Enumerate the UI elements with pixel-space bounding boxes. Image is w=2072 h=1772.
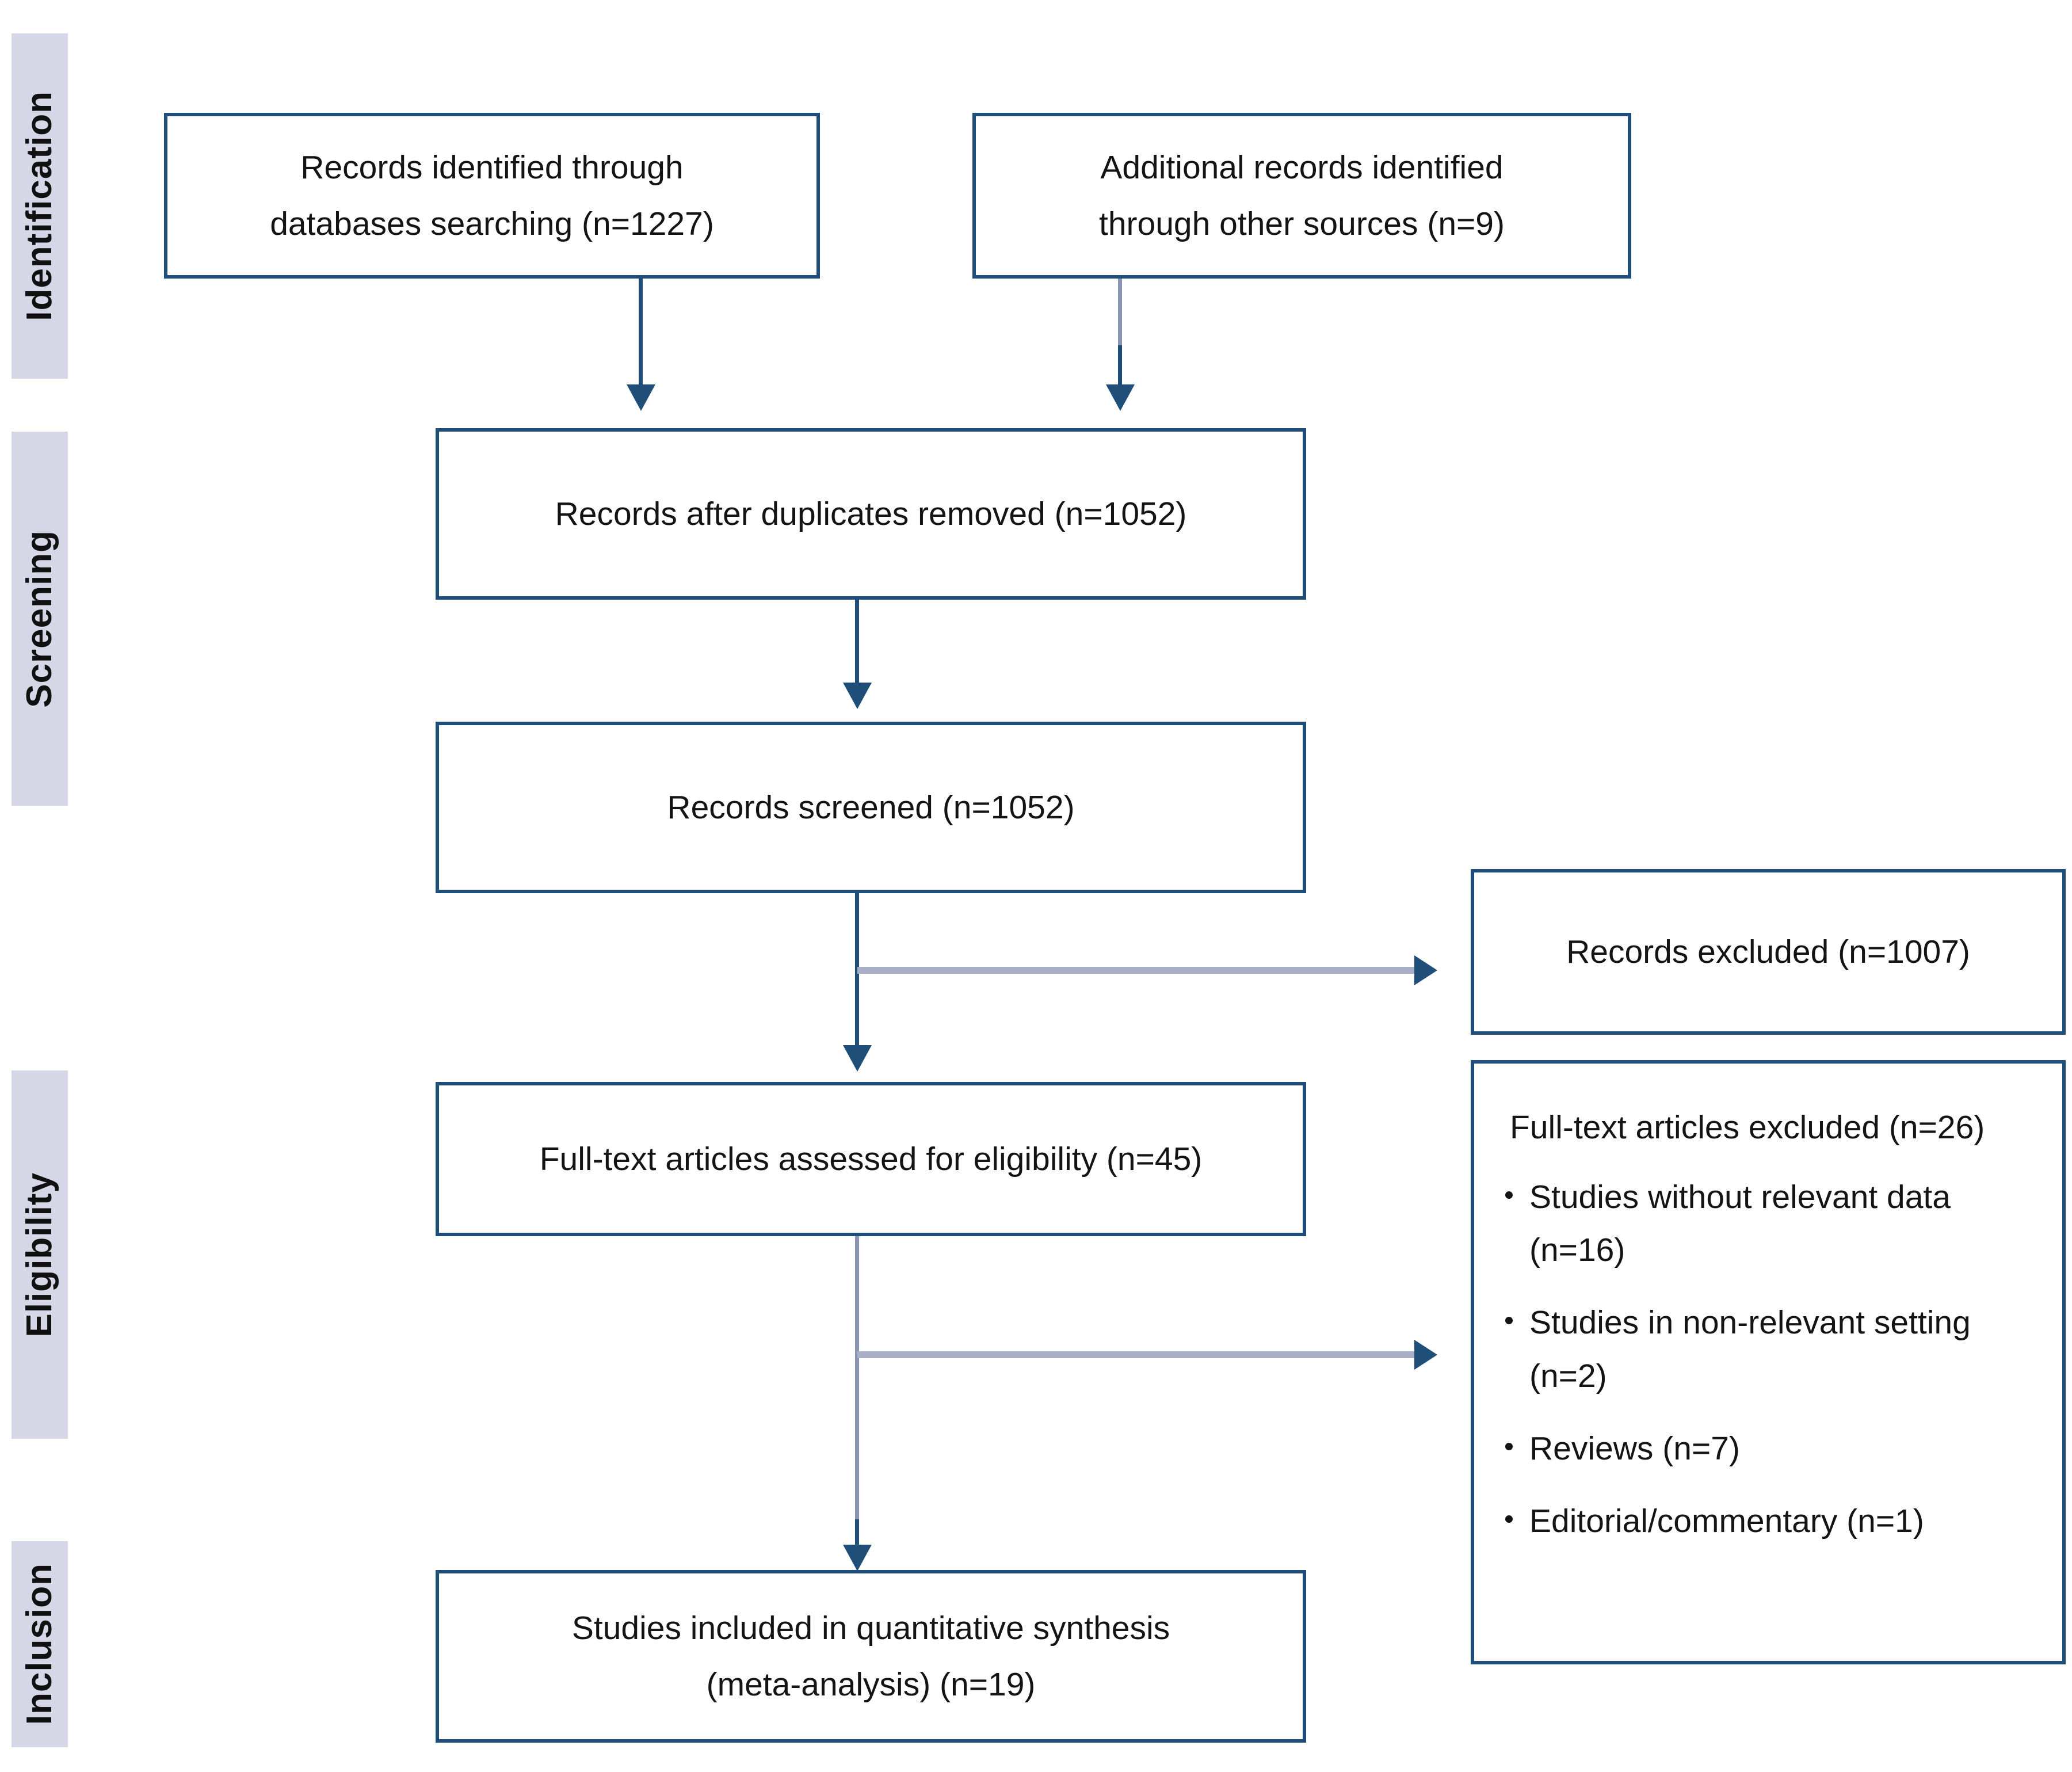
bullet-icon bbox=[1505, 1515, 1513, 1523]
connector-fulltext-to-fulltext-excluded bbox=[857, 1351, 1415, 1358]
arrowhead-other-sources-to-duplicates bbox=[1106, 384, 1135, 411]
records-databases-line2: databases searching (n=1227) bbox=[270, 205, 714, 242]
stage-label-inclusion: Inclusion bbox=[20, 1563, 59, 1725]
connector-other-sources-to-duplicates bbox=[1118, 279, 1122, 348]
box-studies-included: Studies included in quantitative synthes… bbox=[436, 1570, 1306, 1743]
stage-band-screening: Screening bbox=[12, 432, 68, 806]
arrowhead-duplicates-to-screened bbox=[843, 683, 872, 709]
box-records-excluded-text: Records excluded (n=1007) bbox=[1566, 933, 1970, 970]
arrowhead-screened-to-records-excluded bbox=[1414, 955, 1437, 985]
list-item: Reviews (n=7) bbox=[1502, 1422, 2036, 1475]
box-fulltext-assessed-text: Full-text articles assessed for eligibil… bbox=[539, 1140, 1203, 1177]
stage-band-identification: Identification bbox=[12, 33, 68, 379]
bullet-icon bbox=[1505, 1191, 1513, 1199]
list-item: Editorial/commentary (n=1) bbox=[1502, 1495, 2036, 1548]
stage-band-inclusion: Inclusion bbox=[12, 1541, 68, 1747]
box-records-identified-databases: Records identified through databases sea… bbox=[164, 113, 820, 279]
bullet-icon bbox=[1505, 1443, 1513, 1451]
reason-label: Reviews (n=7) bbox=[1529, 1430, 1740, 1468]
reason-label: Editorial/commentary (n=1) bbox=[1529, 1503, 1924, 1540]
records-other-line2: through other sources (n=9) bbox=[1099, 205, 1505, 242]
box-records-excluded: Records excluded (n=1007) bbox=[1471, 869, 2066, 1035]
stage-label-screening: Screening bbox=[20, 529, 59, 708]
box-studies-included-text: Studies included in quantitative synthes… bbox=[557, 1600, 1185, 1713]
arrowhead-fulltext-to-fulltext-excluded bbox=[1414, 1340, 1437, 1370]
list-item: Studies in non-relevant setting (n=2) bbox=[1502, 1296, 2036, 1403]
arrowhead-fulltext-to-included bbox=[843, 1545, 872, 1571]
box-records-identified-databases-text: Records identified through databases sea… bbox=[255, 139, 729, 252]
stage-label-eligibility: Eligibility bbox=[20, 1172, 59, 1337]
records-other-line1: Additional records identified bbox=[1100, 148, 1504, 186]
list-item: Studies without relevant data (n=16) bbox=[1502, 1171, 2036, 1277]
bullet-icon bbox=[1505, 1317, 1513, 1325]
box-additional-records-other-sources: Additional records identified through ot… bbox=[972, 113, 1631, 279]
connector-databases-to-duplicates bbox=[639, 279, 643, 388]
stage-band-eligibility: Eligibility bbox=[12, 1070, 68, 1439]
reason-label: Studies without relevant data (n=16) bbox=[1529, 1178, 1951, 1269]
box-fulltext-assessed: Full-text articles assessed for eligibil… bbox=[436, 1082, 1306, 1236]
connector-fulltext-to-included-lower bbox=[855, 1519, 859, 1548]
arrowhead-screened-to-fulltext bbox=[843, 1045, 872, 1072]
fulltext-excluded-title: Full-text articles excluded (n=26) bbox=[1510, 1109, 1985, 1146]
fulltext-excluded-reason-list: Studies without relevant data (n=16) Stu… bbox=[1502, 1171, 2036, 1548]
box-records-after-duplicates: Records after duplicates removed (n=1052… bbox=[436, 428, 1306, 600]
studies-included-line1: Studies included in quantitative synthes… bbox=[571, 1609, 1170, 1647]
stage-label-identification: Identification bbox=[20, 91, 59, 321]
records-databases-line1: Records identified through bbox=[300, 148, 684, 186]
box-records-screened-text: Records screened (n=1052) bbox=[667, 788, 1075, 826]
box-records-screened: Records screened (n=1052) bbox=[436, 722, 1306, 893]
arrowhead-databases-to-duplicates bbox=[627, 384, 655, 411]
connector-duplicates-to-screened bbox=[855, 600, 859, 686]
connector-screened-to-records-excluded bbox=[857, 967, 1415, 974]
reason-label: Studies in non-relevant setting (n=2) bbox=[1529, 1304, 1971, 1394]
studies-included-line2: (meta-analysis) (n=19) bbox=[706, 1666, 1036, 1703]
connector-screened-to-fulltext bbox=[855, 893, 859, 1049]
connector-other-sources-to-duplicates-lower bbox=[1118, 345, 1122, 388]
box-fulltext-excluded: Full-text articles excluded (n=26) Studi… bbox=[1471, 1060, 2066, 1664]
box-additional-records-text: Additional records identified through ot… bbox=[1084, 139, 1520, 252]
box-records-after-duplicates-text: Records after duplicates removed (n=1052… bbox=[555, 495, 1187, 532]
connector-fulltext-to-included bbox=[855, 1236, 859, 1541]
